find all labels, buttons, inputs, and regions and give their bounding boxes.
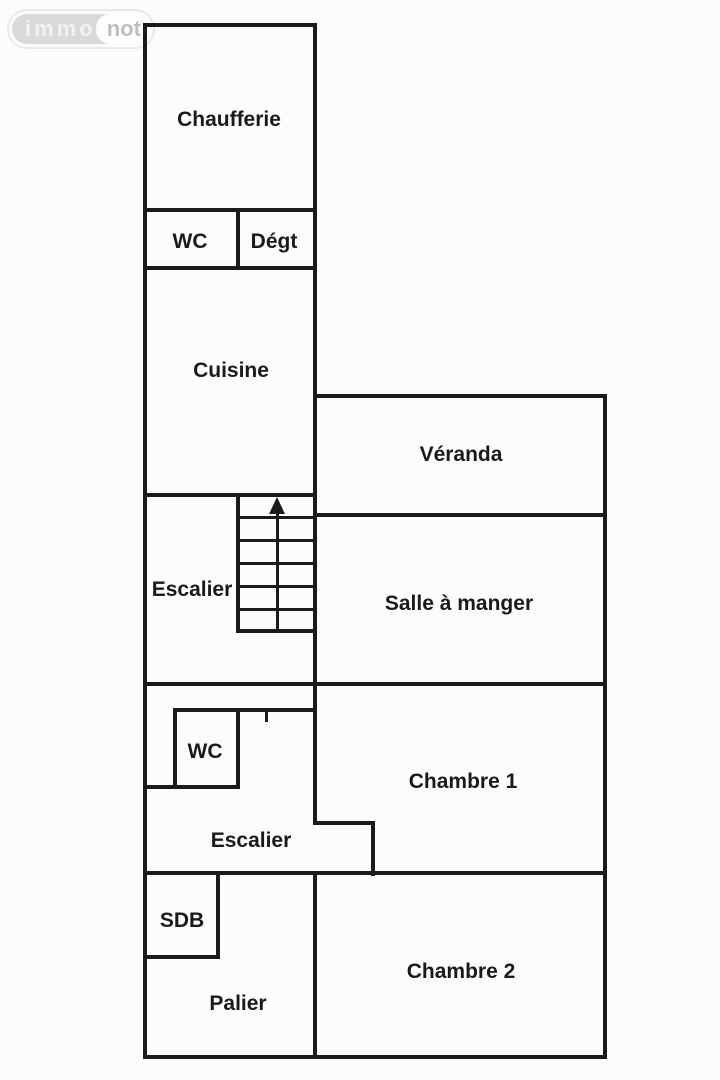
- room-label-degt: Dégt: [250, 230, 298, 253]
- immonot-logo-not-capsule: not: [95, 14, 152, 44]
- stairs-up-arrow-shaft: [276, 510, 279, 631]
- wall: [173, 708, 177, 789]
- room-label-chambre-1: Chambre 1: [408, 770, 518, 793]
- wall: [143, 23, 147, 1059]
- wall: [143, 208, 317, 212]
- room-label-sdb: SDB: [159, 909, 205, 932]
- wall: [313, 23, 317, 825]
- wall: [143, 785, 240, 789]
- wall: [143, 1055, 607, 1059]
- wall: [313, 871, 317, 1059]
- wall: [313, 394, 607, 398]
- wall: [236, 708, 240, 789]
- room-label-escalier-upper: Escalier: [151, 578, 233, 601]
- wall: [313, 821, 375, 825]
- immonot-logo: immo not: [7, 9, 155, 49]
- wall: [143, 493, 317, 497]
- wall: [216, 871, 220, 959]
- wall: [143, 871, 607, 875]
- wall: [173, 708, 317, 712]
- stairs-bottom: [236, 629, 317, 633]
- room-label-palier: Palier: [209, 992, 267, 1015]
- immonot-logo-not-text: not: [106, 16, 141, 41]
- wall: [143, 266, 317, 270]
- room-label-chaufferie: Chaufferie: [177, 108, 281, 131]
- wall: [143, 682, 607, 686]
- wall: [143, 23, 317, 27]
- stairs-up-arrow-icon: [269, 497, 285, 514]
- wall: [371, 821, 375, 876]
- immonot-logo-capsule: immo not: [12, 14, 152, 44]
- door-tick: [265, 708, 268, 722]
- room-label-salle-a-manger: Salle à manger: [384, 592, 534, 615]
- immonot-logo-immo-text: immo: [25, 16, 96, 41]
- room-label-wc-top: WC: [172, 230, 208, 253]
- room-label-chambre-2: Chambre 2: [406, 960, 516, 983]
- room-label-wc-lower: WC: [187, 740, 223, 763]
- room-label-veranda: Véranda: [419, 443, 503, 466]
- wall: [313, 513, 607, 517]
- wall: [603, 394, 607, 1059]
- room-label-escalier-lower: Escalier: [210, 829, 292, 852]
- wall: [143, 955, 220, 959]
- room-label-cuisine: Cuisine: [193, 359, 269, 382]
- wall: [236, 208, 240, 270]
